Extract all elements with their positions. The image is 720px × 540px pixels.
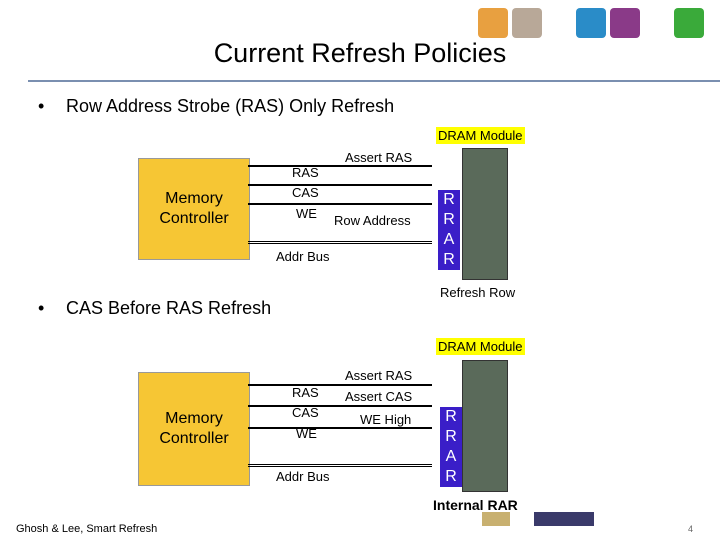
page-number: 4 [688, 524, 694, 534]
addr-bus-label-1: Addr Bus [276, 249, 330, 264]
dram-module-label-1: DRAM Module [436, 127, 525, 144]
assert-ras-label-1: Assert RAS [345, 150, 413, 165]
dram-module-label-2: DRAM Module [436, 338, 525, 355]
wire-ras-1 [248, 165, 432, 167]
header-photo-3 [576, 8, 606, 38]
dram-module-image-1 [462, 148, 508, 280]
we-high-label-2: WE High [360, 412, 412, 427]
row-address-label-1: Row Address [334, 213, 411, 228]
mars-logo [534, 512, 594, 526]
georgia-tech-logo [482, 512, 510, 526]
wire-we-2 [248, 427, 432, 429]
rrar-letter: R [445, 468, 457, 485]
rrar-letter: R [443, 251, 455, 268]
signal-cas-1: CAS [292, 185, 319, 200]
rrar-letter: A [443, 231, 455, 248]
internal-rar-label: Internal RAR [433, 497, 518, 513]
wire-cas-1 [248, 184, 432, 186]
header-photo-4 [610, 8, 640, 38]
addr-bus-label-2: Addr Bus [276, 469, 330, 484]
wire-we-1 [248, 203, 432, 205]
wire-addr-bus-2 [248, 464, 432, 467]
rrar-letter: R [445, 428, 457, 445]
rrar-letter: R [445, 408, 457, 425]
signal-we-1: WE [296, 206, 317, 221]
header-photo-1 [478, 8, 508, 38]
bullet-marker-1: • [38, 96, 45, 116]
memory-controller-1: Memory Controller [138, 158, 250, 260]
wire-addr-bus-1 [248, 241, 432, 244]
bullet-marker-2: • [38, 298, 45, 318]
signal-ras-1: RAS [292, 165, 319, 180]
rrar-letter: A [445, 448, 457, 465]
rrar-box-2: R R A R [440, 407, 462, 487]
rrar-box-1: R R A R [438, 190, 460, 270]
footer-text: Ghosh & Lee, Smart Refresh [16, 523, 158, 535]
bullet-2: CAS Before RAS Refresh [66, 298, 272, 318]
signal-ras-2: RAS [292, 385, 319, 400]
rrar-letter: R [443, 211, 455, 228]
header-photo-5 [674, 8, 704, 38]
rrar-letter: R [443, 191, 455, 208]
header-photo-2 [512, 8, 542, 38]
wire-ras-2 [248, 384, 432, 386]
title-rule [28, 80, 720, 82]
wire-cas-2 [248, 405, 432, 407]
refresh-row-label: Refresh Row [440, 285, 516, 300]
assert-cas-label-2: Assert CAS [345, 389, 413, 404]
bullet-1: Row Address Strobe (RAS) Only Refresh [66, 96, 395, 116]
dram-module-image-2 [462, 360, 508, 492]
memory-controller-2: Memory Controller [138, 372, 250, 486]
assert-ras-label-2: Assert RAS [345, 368, 413, 383]
slide-title: Current Refresh Policies [213, 38, 507, 68]
signal-we-2: WE [296, 426, 317, 441]
signal-cas-2: CAS [292, 405, 319, 420]
